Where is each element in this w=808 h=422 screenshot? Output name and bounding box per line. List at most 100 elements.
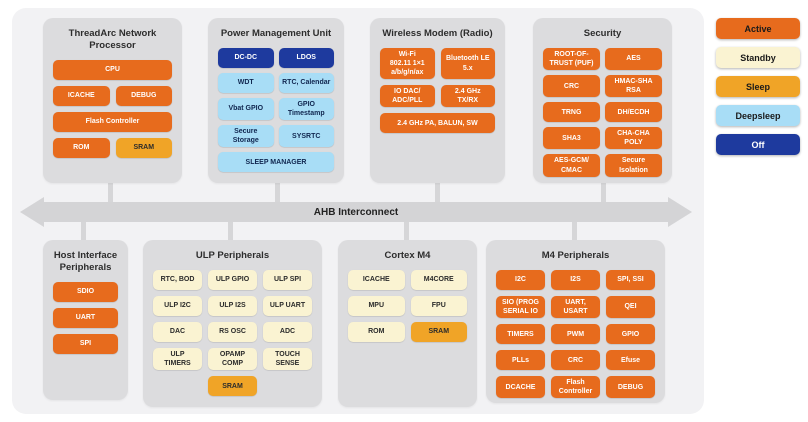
- chip-i2s: I2S: [551, 269, 600, 290]
- chip-dh-ecdh: DH/ECDH: [605, 102, 662, 123]
- chip-gpio: GPIO: [606, 324, 655, 345]
- panel-title: Host Interface Peripherals: [53, 250, 118, 273]
- chip-wdt: WDT: [218, 72, 274, 93]
- chip-icache: ICACHE: [348, 269, 405, 290]
- panel-title: Security: [583, 28, 622, 39]
- chip-flash-controller: Flash Controller: [53, 111, 172, 132]
- chip-sysrtc: SYSRTC: [278, 125, 334, 148]
- chip-timers: TIMERS: [496, 324, 545, 345]
- chip-aes-gcm-cmac: AES-GCM/ CMAC: [543, 154, 600, 177]
- chip-secure-storage: Secure Storage: [218, 125, 274, 148]
- chip-vbat-gpio: Vbat GPIO: [218, 97, 274, 121]
- chip-rtc-calendar: RTC, Calendar: [278, 72, 334, 93]
- chip-rom: ROM: [348, 321, 405, 342]
- chip-pwm: PWM: [551, 324, 600, 345]
- connector-line: [404, 221, 409, 241]
- chip-sleep-manager: SLEEP MANAGER: [218, 152, 334, 173]
- chip-cha-cha-poly: CHA-CHA POLY: [605, 127, 662, 150]
- chip-gpio-timestamp: GPIO Timestamp: [278, 97, 334, 121]
- chip-opamp-comp: OPAMP COMP: [208, 347, 257, 371]
- panel-title: Cortex M4: [384, 250, 431, 261]
- chip-sio-prog-serial-io: SIO (PROG SERIAL IO: [496, 295, 545, 319]
- chip-dcache: DCACHE: [496, 376, 545, 399]
- connector-line: [572, 221, 577, 241]
- panel-title: ULP Peripherals: [195, 250, 270, 261]
- chip-dc-dc: DC-DC: [218, 47, 274, 68]
- chip-dac: DAC: [153, 321, 202, 342]
- legend-pill-off: Off: [716, 134, 800, 155]
- connector-line: [81, 221, 86, 241]
- panel-title: Wireless Modem (Radio): [382, 28, 493, 39]
- chip-uart: UART: [53, 307, 118, 328]
- connector-line: [601, 183, 606, 203]
- chip-ulp-i2c: ULP I2C: [153, 295, 202, 316]
- chip-crc: CRC: [551, 350, 600, 371]
- panel-m4-peripherals: M4 Peripherals I2C I2S SPI, SSI SIO (PROG S…: [486, 240, 665, 403]
- panel-title: Power Management Unit: [220, 28, 332, 39]
- chip-ulp-i2s: ULP I2S: [208, 295, 257, 316]
- chip-rs-osc: RS OSC: [208, 321, 257, 342]
- chip-debug: DEBUG: [115, 85, 172, 106]
- chip-wi-fi-802-11-1-1-a-b-g-n-ax: Wi-Fi 802.11 1×1 a/b/g/n/ax: [380, 47, 435, 80]
- legend-pill-active: Active: [716, 18, 800, 39]
- chip-io-dac-adc-pll: IO DAC/ ADC/PLL: [380, 85, 435, 108]
- chip-uart-usart: UART, USART: [551, 295, 600, 319]
- chip-sha3: SHA3: [543, 127, 600, 150]
- chip-sdio: SDIO: [53, 281, 118, 302]
- chip-adc: ADC: [263, 321, 312, 342]
- chip-ulp-gpio: ULP GPIO: [208, 269, 257, 290]
- legend-pill-sleep: Sleep: [716, 76, 800, 97]
- chip-touch-sense: TOUCH SENSE: [263, 347, 312, 371]
- panel-wireless-modem-radio: Wireless Modem (Radio) Wi-Fi 802.11 1×1 …: [370, 18, 505, 183]
- chip-ulp-uart: ULP UART: [263, 295, 312, 316]
- chip-plls: PLLs: [496, 350, 545, 371]
- chip-rtc-bod: RTC, BOD: [153, 269, 202, 290]
- ahb-interconnect-bus: AHB Interconnect: [42, 202, 670, 222]
- bus-arrow-right-icon: [668, 197, 692, 227]
- ahb-interconnect-label: AHB Interconnect: [313, 206, 399, 218]
- chip-sram: SRAM: [410, 321, 467, 342]
- chip-ldos: LDOS: [278, 47, 334, 68]
- chip-mpu: MPU: [348, 295, 405, 316]
- legend-pill-standby: Standby: [716, 47, 800, 68]
- connector-line: [275, 183, 280, 203]
- panel-title: M4 Peripherals: [541, 250, 610, 261]
- chip-bluetooth-le-5-x: Bluetooth LE 5.x: [440, 47, 495, 80]
- chip-grid: RTC, BOD ULP GPIO ULP SPI ULP I2C ULP I2S ULP…: [153, 269, 312, 397]
- chip-grid: SDIO UART SPI: [53, 281, 118, 354]
- chip-i2c: I2C: [496, 269, 545, 290]
- chip-2-4-ghz-pa-balun-sw: 2.4 GHz PA, BALUN, SW: [380, 113, 495, 134]
- chip-rom: ROM: [53, 137, 110, 158]
- chip-root-of-trust-puf: ROOT-OF- TRUST (PUF): [543, 47, 600, 71]
- panel-ulp-peripherals: ULP Peripherals RTC, BOD ULP GPIO ULP SPI U…: [143, 240, 322, 407]
- connector-line: [108, 183, 113, 203]
- chip-hmac-sha-rsa: HMAC-SHA RSA: [605, 75, 662, 98]
- chip-qei: QEI: [606, 295, 655, 319]
- chip-flash-controller: Flash Controller: [551, 376, 600, 399]
- connector-line: [228, 221, 233, 241]
- chip-cpu: CPU: [53, 59, 172, 80]
- chip-ulp-timers: ULP TIMERS: [153, 347, 202, 371]
- chip-m4core: M4CORE: [410, 269, 467, 290]
- chip-2-4-ghz-tx-rx: 2.4 GHz TX/RX: [440, 85, 495, 108]
- chip-spi-ssi: SPI, SSI: [606, 269, 655, 290]
- chip-sram: SRAM: [208, 376, 257, 397]
- legend-pill-deepsleep: Deepsleep: [716, 105, 800, 126]
- panel-host-interface-peripherals: Host Interface Peripherals SDIO UART SPI: [43, 240, 128, 400]
- chip-ulp-spi: ULP SPI: [263, 269, 312, 290]
- chip-spi: SPI: [53, 333, 118, 354]
- chip-fpu: FPU: [410, 295, 467, 316]
- chip-icache: ICACHE: [53, 85, 110, 106]
- connector-line: [435, 183, 440, 203]
- chip-secure-isolation: Secure Isolation: [605, 154, 662, 177]
